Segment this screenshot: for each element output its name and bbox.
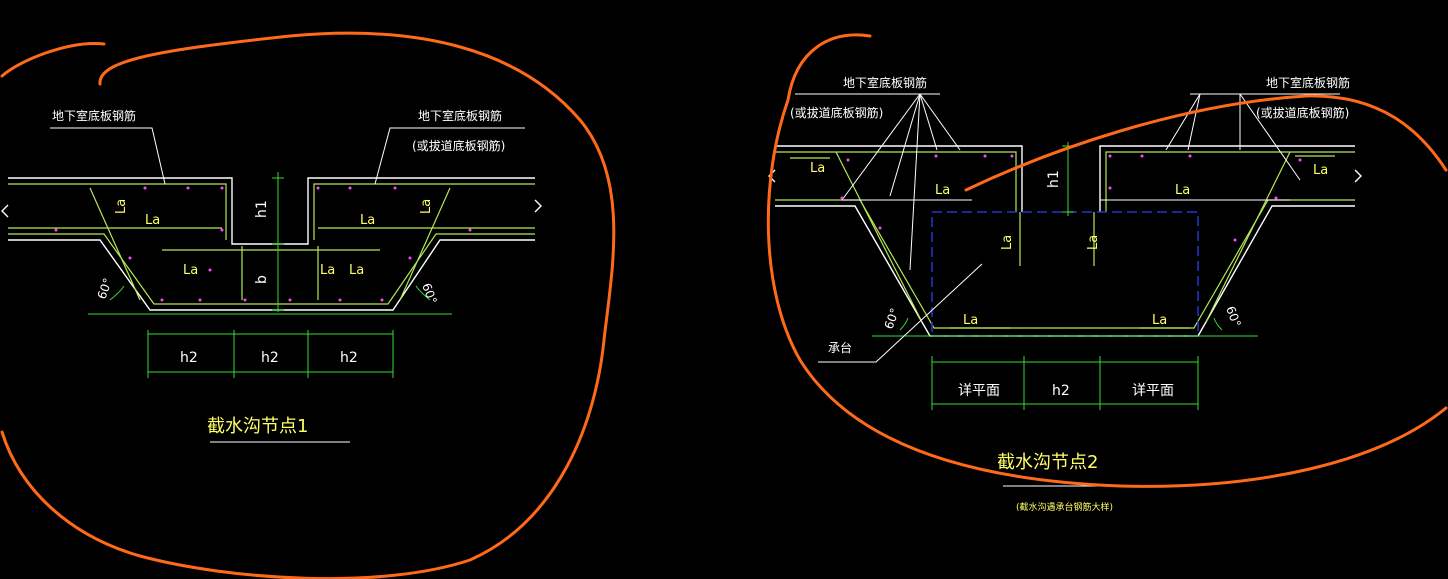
node2-pile-cap-label: 承台: [828, 340, 852, 355]
node1-dim-bottom-2: h2: [261, 350, 279, 366]
node2-dimension-lines: [872, 142, 1258, 410]
node2-label-right-1: 地下室底板钢筋: [1266, 75, 1350, 90]
node1-la-3: La: [183, 263, 198, 278]
node1-la-5: La: [349, 263, 364, 278]
node1-label-left: 地下室底板钢筋: [52, 108, 136, 123]
node1-leaders: [50, 127, 525, 443]
node1-dimension-lines: [88, 172, 452, 378]
node1-concrete-outline: [1, 177, 542, 311]
node1-rebar-dots: [54, 186, 472, 302]
node2-la-8: La: [1086, 235, 1101, 250]
node2-dim-h1: h1: [1046, 170, 1062, 188]
node2-dim-bottom-2: h2: [1052, 383, 1070, 399]
node1-la-7: La: [419, 199, 434, 214]
node1-la-2: La: [360, 213, 375, 228]
node2-leaders: [795, 93, 1340, 487]
markup-stroke-node2-top: [964, 94, 1448, 192]
node2-la-4: La: [1313, 163, 1328, 178]
node1-dim-b: b: [254, 275, 270, 284]
markup-stroke-left-tail: [0, 41, 106, 78]
node2-subtitle: (截水沟遇承台钢筋大样): [1016, 501, 1113, 513]
node2-label-right-2: (或拔道底板钢筋): [1256, 105, 1349, 120]
node2-dim-bottom-1: 详平面: [958, 383, 1000, 399]
node2-angle-right: 60°: [1223, 304, 1243, 329]
node1-angle-left: 60°: [95, 276, 115, 301]
orange-markup: [0, 31, 1448, 579]
node2-concrete-outline: [768, 145, 1362, 337]
markup-circle-node1: [0, 31, 616, 579]
node2-title: 截水沟节点2: [997, 452, 1098, 473]
node2-la-6: La: [1152, 313, 1167, 328]
node1-la-4: La: [320, 263, 335, 278]
node1-la-1: La: [145, 213, 160, 228]
node2-la-1: La: [810, 161, 825, 176]
node1-la-6: La: [114, 199, 129, 214]
markup-circle-node2: [766, 33, 1448, 488]
node1-rebar: [8, 183, 535, 305]
node2-dim-bottom-3: 详平面: [1132, 383, 1174, 399]
node1-drawing: 地下室底板钢筋 地下室底板钢筋 (或拔道底板钢筋) La La La La La…: [1, 108, 542, 443]
node1-angle-right: 60°: [419, 281, 439, 306]
node1-label-right-1: 地下室底板钢筋: [418, 108, 502, 123]
node2-la-5: La: [963, 313, 978, 328]
node2-drawing: 地下室底板钢筋 (或拔道底板钢筋) 地下室底板钢筋 (或拔道底板钢筋) La L…: [768, 75, 1362, 513]
node1-title: 截水沟节点1: [207, 416, 308, 437]
node2-rebar-dots: [840, 154, 1302, 242]
node1-dim-bottom-1: h2: [180, 350, 198, 366]
node1-label-right-2: (或拔道底板钢筋): [412, 138, 505, 153]
node2-la-3: La: [1175, 183, 1190, 198]
node1-dim-h1: h1: [254, 200, 270, 218]
node2-label-left-2: (或拔道底板钢筋): [790, 105, 883, 120]
node2-la-7: La: [1000, 235, 1015, 250]
node2-angle-left: 60°: [882, 306, 902, 331]
node2-la-2: La: [935, 183, 950, 198]
node2-rebar: [775, 151, 1355, 329]
node1-dim-bottom-3: h2: [340, 350, 358, 366]
node2-label-left-1: 地下室底板钢筋: [843, 75, 927, 90]
